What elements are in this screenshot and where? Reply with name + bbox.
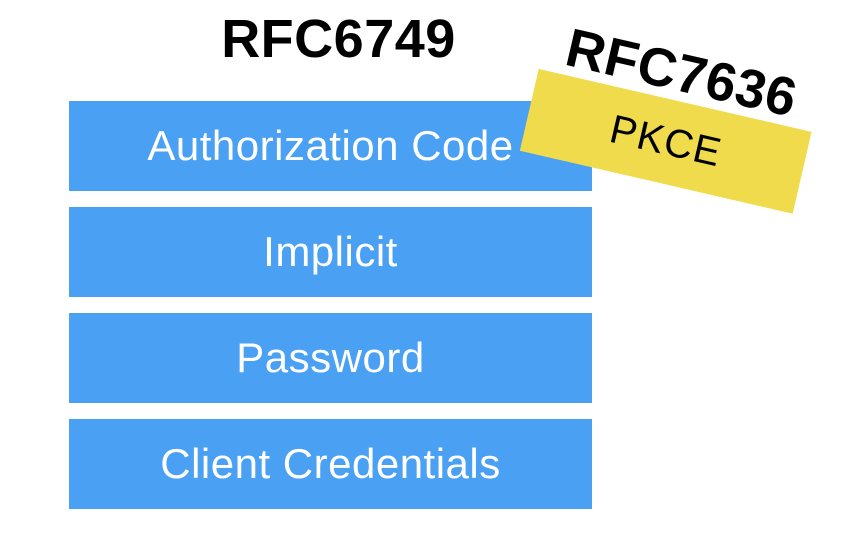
bar-client-credentials: Client Credentials: [69, 419, 592, 509]
bar-label-implicit: Implicit: [263, 228, 398, 275]
bar-label-authorization-code: Authorization Code: [147, 122, 514, 169]
pkce-sticker-label: PKCE: [605, 106, 726, 175]
rfc6749-title: RFC6749: [221, 9, 456, 69]
bar-implicit: Implicit: [69, 207, 592, 297]
bar-password: Password: [69, 313, 592, 403]
bar-label-password: Password: [236, 334, 425, 381]
bar-label-client-credentials: Client Credentials: [160, 440, 501, 487]
bar-authorization-code: Authorization Code: [69, 101, 592, 191]
